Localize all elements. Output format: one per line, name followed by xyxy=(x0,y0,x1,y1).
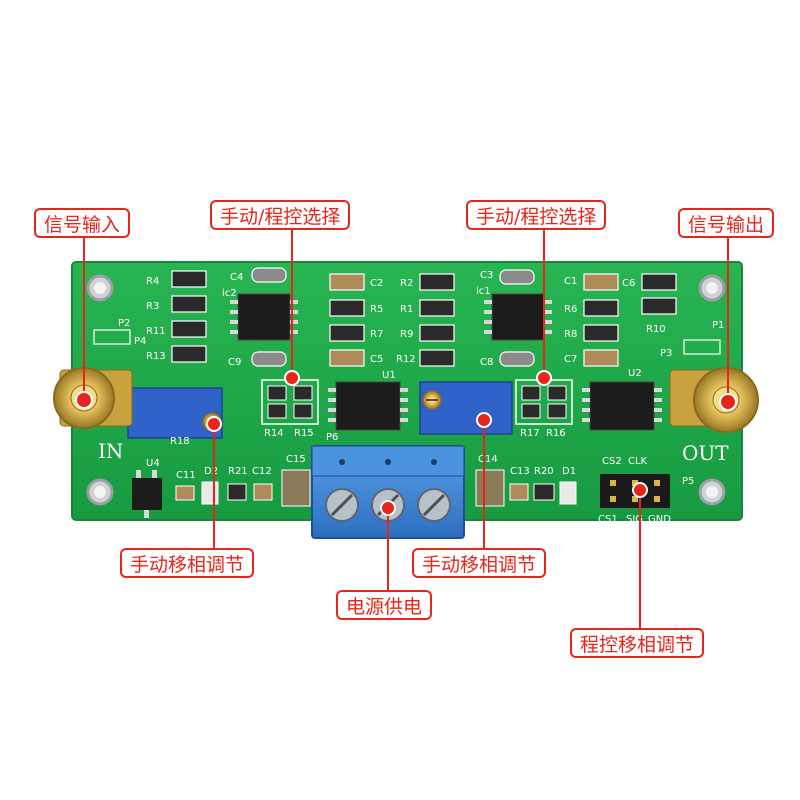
svg-text:D1: D1 xyxy=(562,466,576,477)
svg-text:R16: R16 xyxy=(546,428,566,439)
callout-signal-out: 信号输出 xyxy=(678,208,775,238)
svg-text:P3: P3 xyxy=(660,348,672,359)
svg-text:C8: C8 xyxy=(480,357,493,368)
potentiometer-right xyxy=(419,381,513,435)
callout-select-left: 手动/程控选择 xyxy=(210,200,351,230)
svg-text:SIG: SIG xyxy=(626,514,643,525)
svg-text:ic2: ic2 xyxy=(222,288,237,299)
svg-text:ic1: ic1 xyxy=(476,286,491,297)
label-out: OUT xyxy=(682,441,729,465)
svg-text:P1: P1 xyxy=(712,320,724,331)
svg-text:R14: R14 xyxy=(264,428,284,439)
svg-text:R3: R3 xyxy=(146,301,159,312)
callout-program-shift: 程控移相调节 xyxy=(570,628,705,658)
svg-text:C2: C2 xyxy=(370,278,383,289)
svg-text:R21: R21 xyxy=(228,466,248,477)
callout-manual-left: 手动移相调节 xyxy=(120,548,255,578)
svg-text:R13: R13 xyxy=(146,351,166,362)
svg-text:R10: R10 xyxy=(646,324,666,335)
svg-text:R8: R8 xyxy=(564,329,577,340)
ic1-chip xyxy=(484,293,552,341)
callout-power: 电源供电 xyxy=(336,590,433,620)
ic2-chip xyxy=(230,293,298,341)
svg-text:C6: C6 xyxy=(622,278,635,289)
svg-text:R15: R15 xyxy=(294,428,314,439)
svg-text:R5: R5 xyxy=(370,304,383,315)
svg-text:CS1: CS1 xyxy=(598,514,618,525)
svg-text:D2: D2 xyxy=(204,466,218,477)
u1-chip xyxy=(328,381,408,431)
svg-text:P4: P4 xyxy=(134,336,146,347)
small-headers xyxy=(93,329,721,355)
svg-text:R6: R6 xyxy=(564,304,577,315)
svg-text:U2: U2 xyxy=(628,368,642,379)
svg-text:P6: P6 xyxy=(326,432,338,443)
bottom-row-parts xyxy=(132,469,577,518)
svg-text:CS2: CS2 xyxy=(602,456,622,467)
svg-text:U4: U4 xyxy=(146,458,160,469)
svg-text:C15: C15 xyxy=(286,454,306,465)
svg-text:R18: R18 xyxy=(170,436,190,447)
svg-text:R9: R9 xyxy=(400,329,413,340)
svg-text:R7: R7 xyxy=(370,329,383,340)
svg-text:C12: C12 xyxy=(252,466,272,477)
svg-text:R11: R11 xyxy=(146,326,166,337)
callout-manual-right: 手动移相调节 xyxy=(412,548,547,578)
callout-dots xyxy=(75,370,737,516)
svg-text:C4: C4 xyxy=(230,272,243,283)
smd-components-right xyxy=(499,269,677,367)
svg-text:U1: U1 xyxy=(382,370,396,381)
svg-text:C9: C9 xyxy=(228,357,241,368)
svg-text:R17: R17 xyxy=(520,428,540,439)
svg-text:C1: C1 xyxy=(564,276,577,287)
svg-text:C11: C11 xyxy=(176,470,196,481)
sma-connector-in xyxy=(53,367,133,429)
smd-components-left xyxy=(171,267,455,367)
svg-text:C14: C14 xyxy=(478,454,498,465)
svg-text:P2: P2 xyxy=(118,318,130,329)
svg-text:GND: GND xyxy=(648,514,671,525)
svg-text:R1: R1 xyxy=(400,304,413,315)
svg-text:C5: C5 xyxy=(370,354,383,365)
silkscreen-labels: IN OUT R4 R3 R11 R13 C4 ic2 C9 C2 R5 R7 … xyxy=(98,270,729,525)
svg-text:C3: C3 xyxy=(480,270,493,281)
svg-text:R4: R4 xyxy=(146,276,159,287)
power-terminal-block xyxy=(311,445,465,539)
svg-text:R12: R12 xyxy=(396,354,416,365)
svg-text:R2: R2 xyxy=(400,278,413,289)
label-in: IN xyxy=(98,439,123,463)
callout-leaders xyxy=(83,228,729,630)
callout-signal-in: 信号输入 xyxy=(34,208,131,238)
svg-text:C7: C7 xyxy=(564,354,577,365)
potentiometer-left xyxy=(127,387,223,439)
u2-chip xyxy=(582,381,662,431)
mounting-holes xyxy=(86,274,726,506)
sma-connector-out xyxy=(669,367,759,433)
svg-text:CLK: CLK xyxy=(628,456,648,467)
svg-text:P5: P5 xyxy=(682,476,694,487)
svg-text:C13: C13 xyxy=(510,466,530,477)
callout-select-right: 手动/程控选择 xyxy=(466,200,607,230)
svg-text:R20: R20 xyxy=(534,466,554,477)
